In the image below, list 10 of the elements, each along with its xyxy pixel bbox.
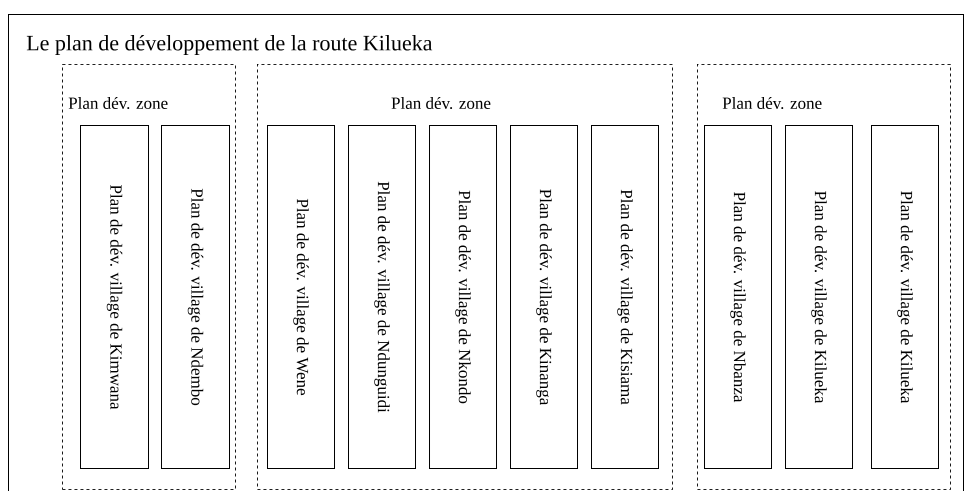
village-box: Plan de dév. village de Kilueka [785, 125, 853, 469]
village-box: Plan de dév. village de Nbanza [704, 125, 772, 469]
village-box: Plan de dév. village de Nkondo [429, 125, 497, 469]
village-box: Plan de dév. village de Kisiama [591, 125, 659, 469]
village-box: Plan de dév. village de Kimwana [80, 125, 149, 469]
village-box: Plan de dév. village de Wene [267, 125, 335, 469]
village-box: Plan de dév. village de Kinanga [510, 125, 578, 469]
village-box: Plan de dév. village de Ndunguidi [348, 125, 416, 469]
village-box: Plan de dév. village de Kilueka [871, 125, 939, 469]
village-box: Plan de dév. village de Ndembo [161, 125, 230, 469]
